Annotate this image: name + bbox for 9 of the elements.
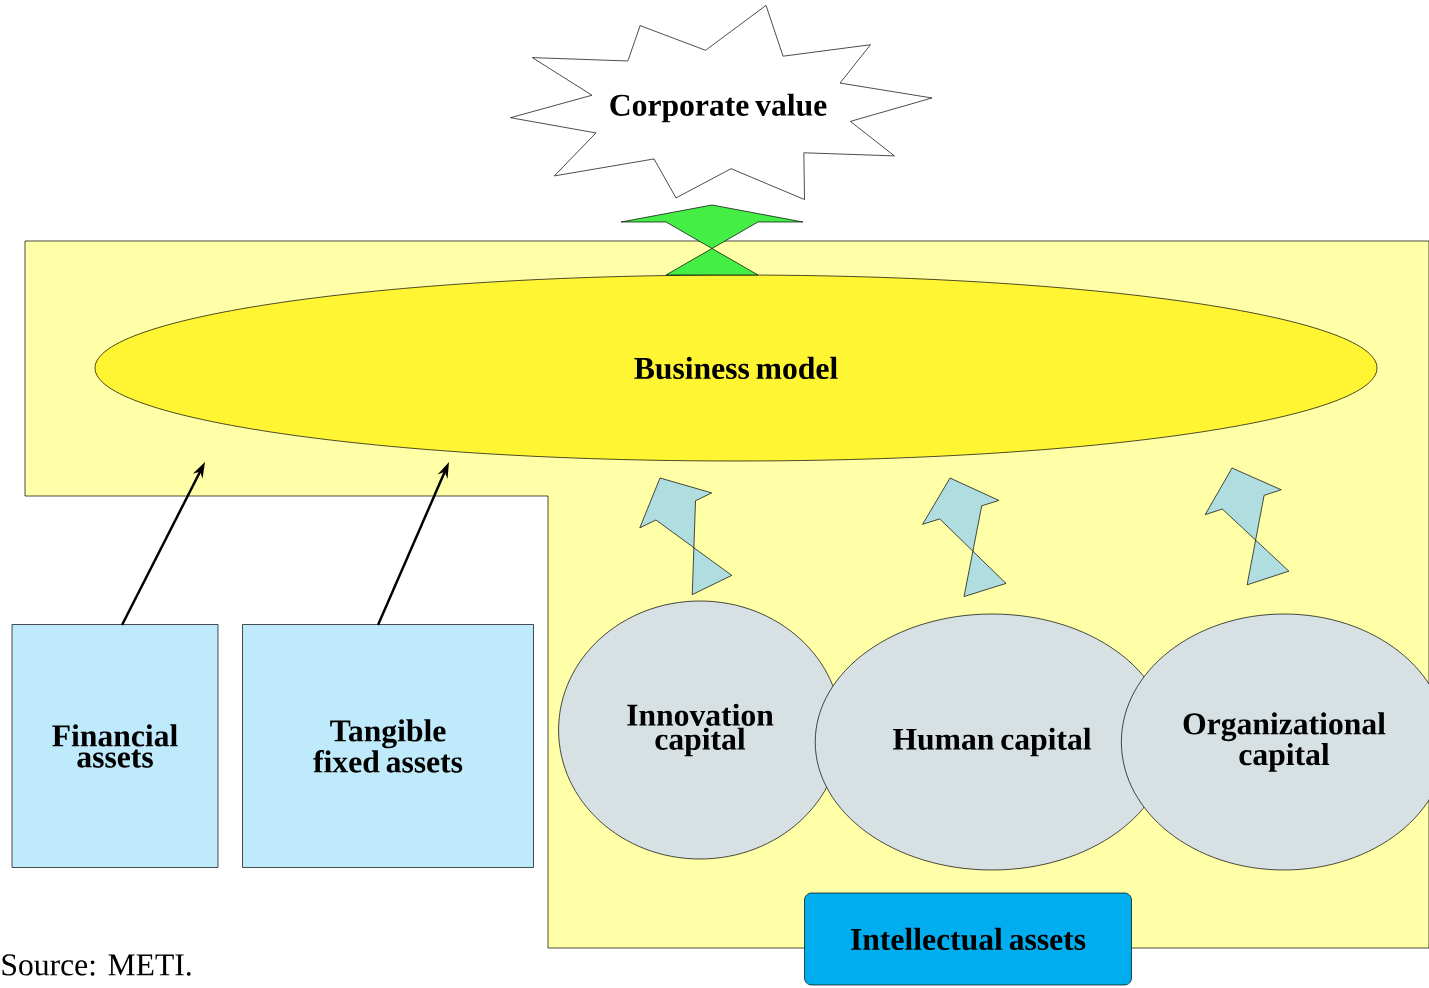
asset-box: Tangible fixed assets bbox=[242, 624, 534, 868]
source-note: Source: METI. bbox=[2, 954, 191, 976]
block-arrow bbox=[1204, 467, 1290, 586]
node-label: Organizational capital bbox=[1183, 712, 1386, 772]
block-arrow bbox=[639, 477, 733, 595]
intellectual-assets-box: Intellectual assets bbox=[804, 892, 1132, 986]
block-arrow bbox=[620, 204, 804, 276]
block-arrow bbox=[922, 477, 1007, 597]
asset-box: Financial assets bbox=[11, 624, 219, 868]
